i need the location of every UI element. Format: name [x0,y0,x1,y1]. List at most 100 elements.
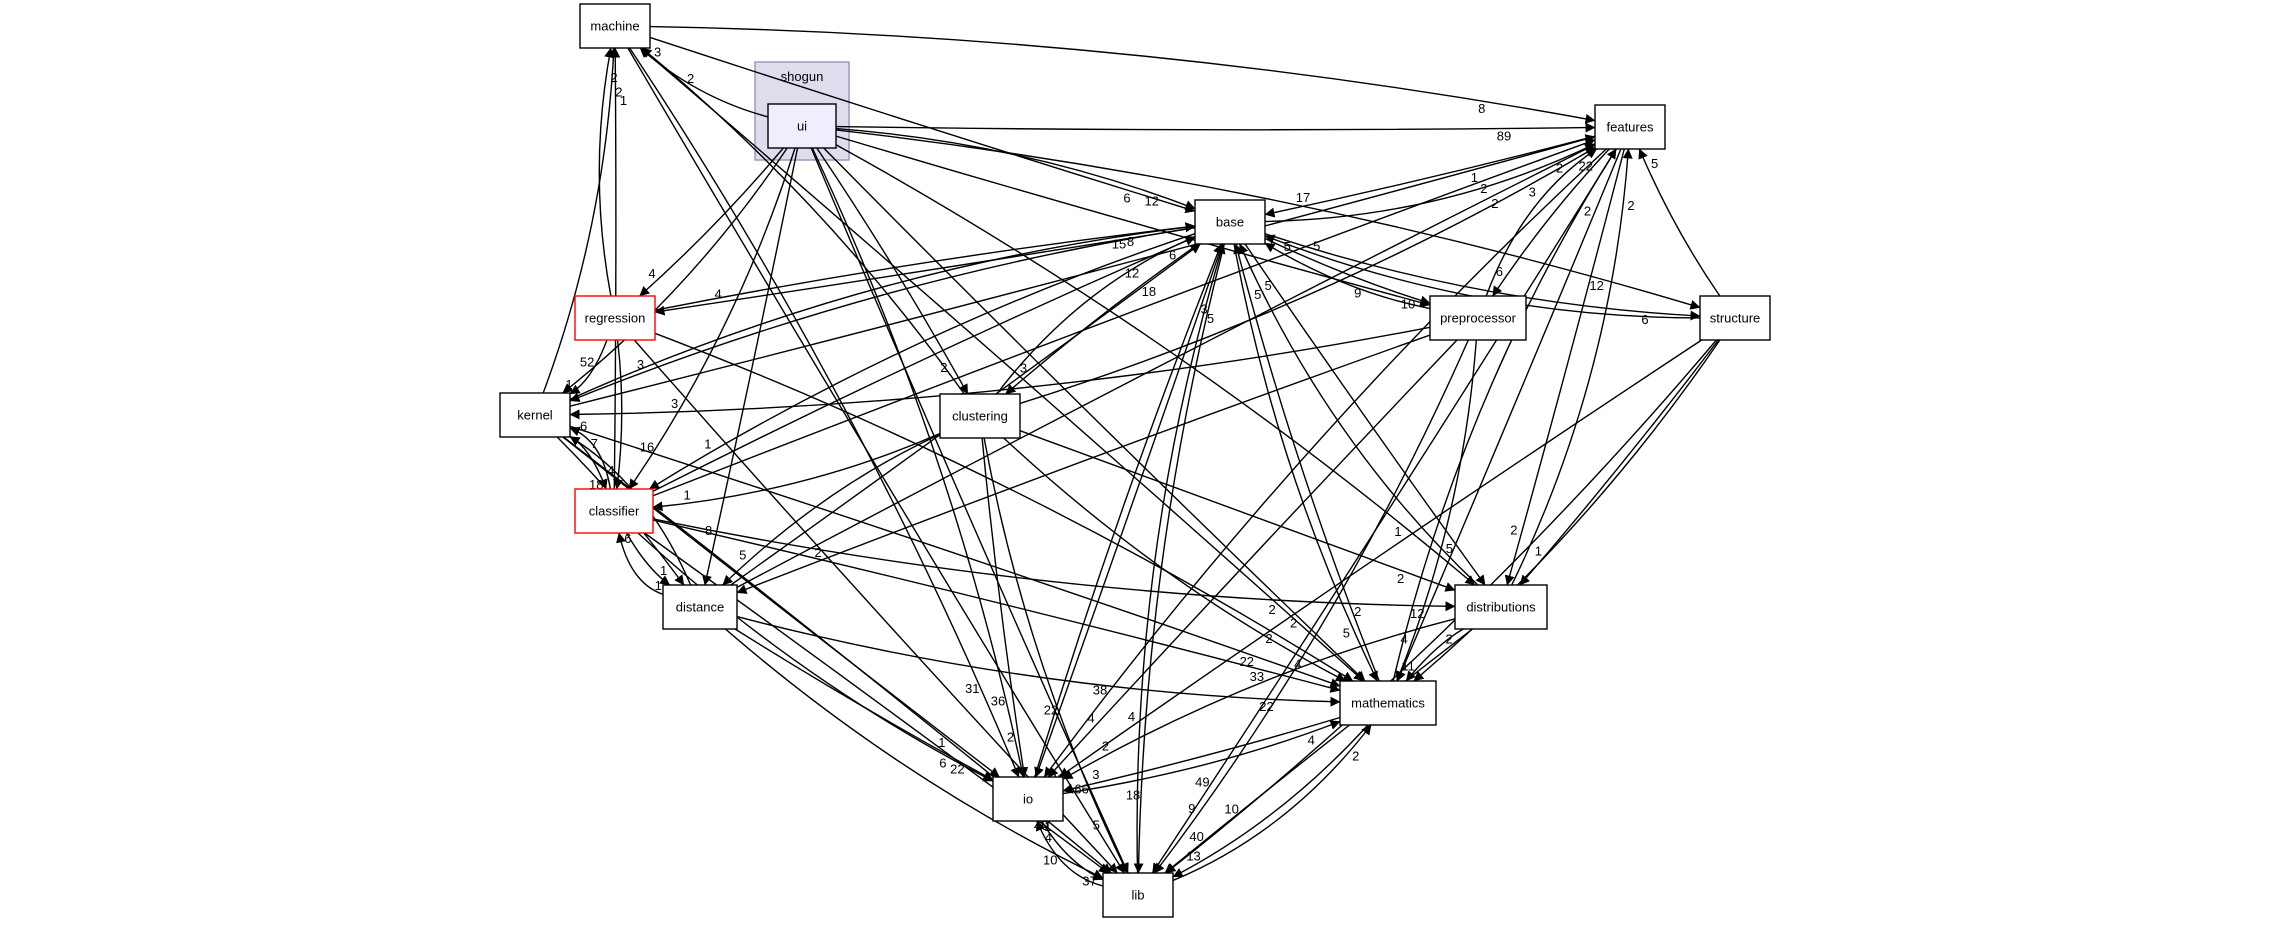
edge-label-mathematics-to-io[interactable]: 3 [1092,767,1099,782]
edge-label-base-to-kernel[interactable]: 3 [637,357,644,372]
edge-label-base-to-regression[interactable]: 4 [714,286,721,301]
edge-label-ui-to-mathematics[interactable]: 2 [1290,616,1297,631]
edge-label-clustering-to-distance[interactable]: 5 [739,548,746,563]
edge-label-base-to-classifier[interactable]: 1 [704,437,711,452]
edge-label-distance-to-features[interactable]: 2 [1491,196,1498,211]
edge-label-clustering-to-mathematics[interactable]: 4 [1294,656,1301,671]
edge-label-regression-to-kernel[interactable]: 1 [565,377,572,392]
edge-label-ui-to-kernel[interactable]: 52 [580,355,594,370]
edge-label-distance-to-io[interactable]: 22 [950,761,964,776]
edge-label-ui-to-clustering[interactable]: 2 [940,360,947,375]
edge-label-base-to-preprocessor[interactable]: 10 [1401,297,1415,312]
edge-label-ui-to-lib[interactable]: 66 [1074,782,1088,797]
edge-label-features-to-base[interactable]: 17 [1296,190,1310,205]
edge-label-classifier-to-kernel[interactable]: 6 [580,418,587,433]
edge-label-clustering-to-lib[interactable]: 5 [1093,818,1100,833]
edge-label-machine-to-mathematics[interactable]: 2 [1269,602,1276,617]
edge-label-preprocessor-to-io[interactable]: 4 [1087,711,1094,726]
edge-label-classifier-to-io[interactable]: 6 [939,755,946,770]
edge-label-kernel-to-distance[interactable]: 1 [660,563,667,578]
edge-label-distance-to-base[interactable]: 18 [1142,284,1156,299]
edge-label-kernel-to-mathematics[interactable]: 22 [1240,654,1254,669]
edge-label-ui-to-machine[interactable]: 3 [654,44,661,59]
edge-label-classifier-to-distance[interactable]: 1 [655,578,662,593]
node-preprocessor[interactable]: preprocessor [1429,295,1527,341]
edge-label-kernel-to-classifier[interactable]: 18 [589,477,603,492]
edge-label-preprocessor-to-mathematics[interactable]: 4 [1401,632,1408,647]
edge-label-distributions-to-lib[interactable]: 40 [1189,829,1203,844]
edge-label-features-to-mathematics[interactable]: 12 [1410,606,1424,621]
edge-label-base-to-io[interactable]: 22 [1044,703,1058,718]
edge-label-regression-to-base[interactable]: 8 [1127,234,1134,249]
edge-label-lib-to-io[interactable]: 1 [1044,819,1051,834]
edge-label-distance-to-classifier[interactable]: 6 [624,531,631,546]
edge-label-distributions-to-io[interactable]: 2 [1102,739,1109,754]
edge-label-clustering-to-features[interactable]: 3 [1529,185,1536,200]
edge-label-base-to-lib[interactable]: 18 [1126,787,1140,802]
edge-label-classifier-to-machine[interactable]: 1 [620,93,627,108]
edge-label-clustering-to-classifier[interactable]: 1 [684,487,691,502]
node-features[interactable]: features [1594,104,1666,150]
edge-label-kernel-to-machine[interactable]: 2 [615,84,622,99]
edge-label-clustering-to-distributions[interactable]: 2 [1397,571,1404,586]
edge-label-structure-to-distributions[interactable]: 1 [1535,543,1542,558]
edge-label-base-to-features[interactable]: 2 [1556,161,1563,176]
edge-label-base-to-mathematics[interactable]: 5 [1343,625,1350,640]
edge-label-preprocessor-to-distance[interactable]: 2 [814,545,821,560]
edge-label-features-to-distributions[interactable]: 2 [1510,523,1517,538]
node-mathematics[interactable]: mathematics [1339,680,1437,726]
edge-label-preprocessor-to-base[interactable]: 5 [1284,239,1291,254]
edge-label-lib-to-mathematics[interactable]: 2 [1352,748,1359,763]
edge-label-lib-to-base[interactable]: 5 [1207,311,1214,326]
node-classifier[interactable]: classifier [574,488,654,534]
node-io[interactable]: io [992,776,1064,822]
edge-label-io-to-base[interactable]: 3 [1201,302,1208,317]
edge-label-distance-to-lib[interactable]: 10 [1043,852,1057,867]
edge-label-machine-to-features[interactable]: 8 [1478,101,1485,116]
edge-label-kernel-to-io[interactable]: 1 [938,735,945,750]
edge-label-clustering-to-base[interactable]: 6 [1169,248,1176,263]
edge-label-preprocessor-to-kernel[interactable]: 3 [671,396,678,411]
edge-label-regression-to-machine[interactable]: 2 [610,70,617,85]
edge-label-base-to-structure[interactable]: 6 [1641,312,1648,327]
edge-label-distance-to-kernel[interactable]: 7 [591,436,598,451]
edge-label-ui-to-distance[interactable]: 8 [705,523,712,538]
edge-label-features-to-io[interactable]: 38 [1093,682,1107,697]
edge-label-ui-to-io[interactable]: 36 [991,693,1005,708]
edge-label-classifier-to-mathematics[interactable]: 33 [1250,669,1264,684]
edge-label-structure-to-mathematics[interactable]: 2 [1445,632,1452,647]
edge-label-preprocessor-to-features[interactable]: 22 [1579,158,1593,173]
edge-label-ui-to-classifier[interactable]: 16 [640,440,654,455]
edge-label-kernel-to-base[interactable]: 15 [1112,237,1126,252]
edge-label-classifier-to-base[interactable]: 12 [1125,265,1139,280]
edge-label-io-to-lib[interactable]: 37 [1082,873,1096,888]
edge-label-preprocessor-to-lib[interactable]: 9 [1188,801,1195,816]
edge-label-structure-to-base[interactable]: 5 [1313,238,1320,253]
edge-label-classifier-to-distributions[interactable]: 2 [1354,604,1361,619]
edge-label-classifier-to-features[interactable]: 2 [1480,181,1487,196]
edge-label-ui-to-base[interactable]: 12 [1145,193,1159,208]
node-distributions[interactable]: distributions [1454,584,1548,630]
node-clustering[interactable]: clustering [939,393,1021,439]
node-structure[interactable]: structure [1699,295,1771,341]
edge-label-structure-to-lib[interactable]: 10 [1224,802,1238,817]
node-distance[interactable]: distance [662,584,738,630]
edge-label-ui-to-features[interactable]: 89 [1497,129,1511,144]
edge-label-machine-to-base[interactable]: 6 [1123,190,1130,205]
edge-label-distance-to-mathematics[interactable]: 22 [1259,699,1273,714]
edge-label-regression-to-mathematics[interactable]: 2 [1265,631,1272,646]
edge-label-structure-to-io[interactable]: 4 [1128,709,1135,724]
edge-label-regression-to-classifier[interactable]: 4 [607,463,614,478]
edge-label-mathematics-to-base[interactable]: 5 [1254,287,1261,302]
edge-label-ui-to-preprocessor[interactable]: 9 [1354,286,1361,301]
node-machine[interactable]: machine [579,3,651,49]
node-ui[interactable]: ui [767,103,837,149]
edge-label-features-to-preprocessor[interactable]: 6 [1496,264,1503,279]
edge-label-ui-to-distributions[interactable]: 1 [1394,524,1401,539]
edge-label-io-to-mathematics[interactable]: 4 [1308,733,1315,748]
node-kernel[interactable]: kernel [499,392,571,438]
edge-label-mathematics-to-lib[interactable]: 13 [1186,849,1200,864]
edge-label-clustering-to-io[interactable]: 2 [1007,729,1014,744]
edge-label-mathematics-to-features[interactable]: 2 [1584,204,1591,219]
edge-label-ui-to-regression[interactable]: 4 [648,266,655,281]
